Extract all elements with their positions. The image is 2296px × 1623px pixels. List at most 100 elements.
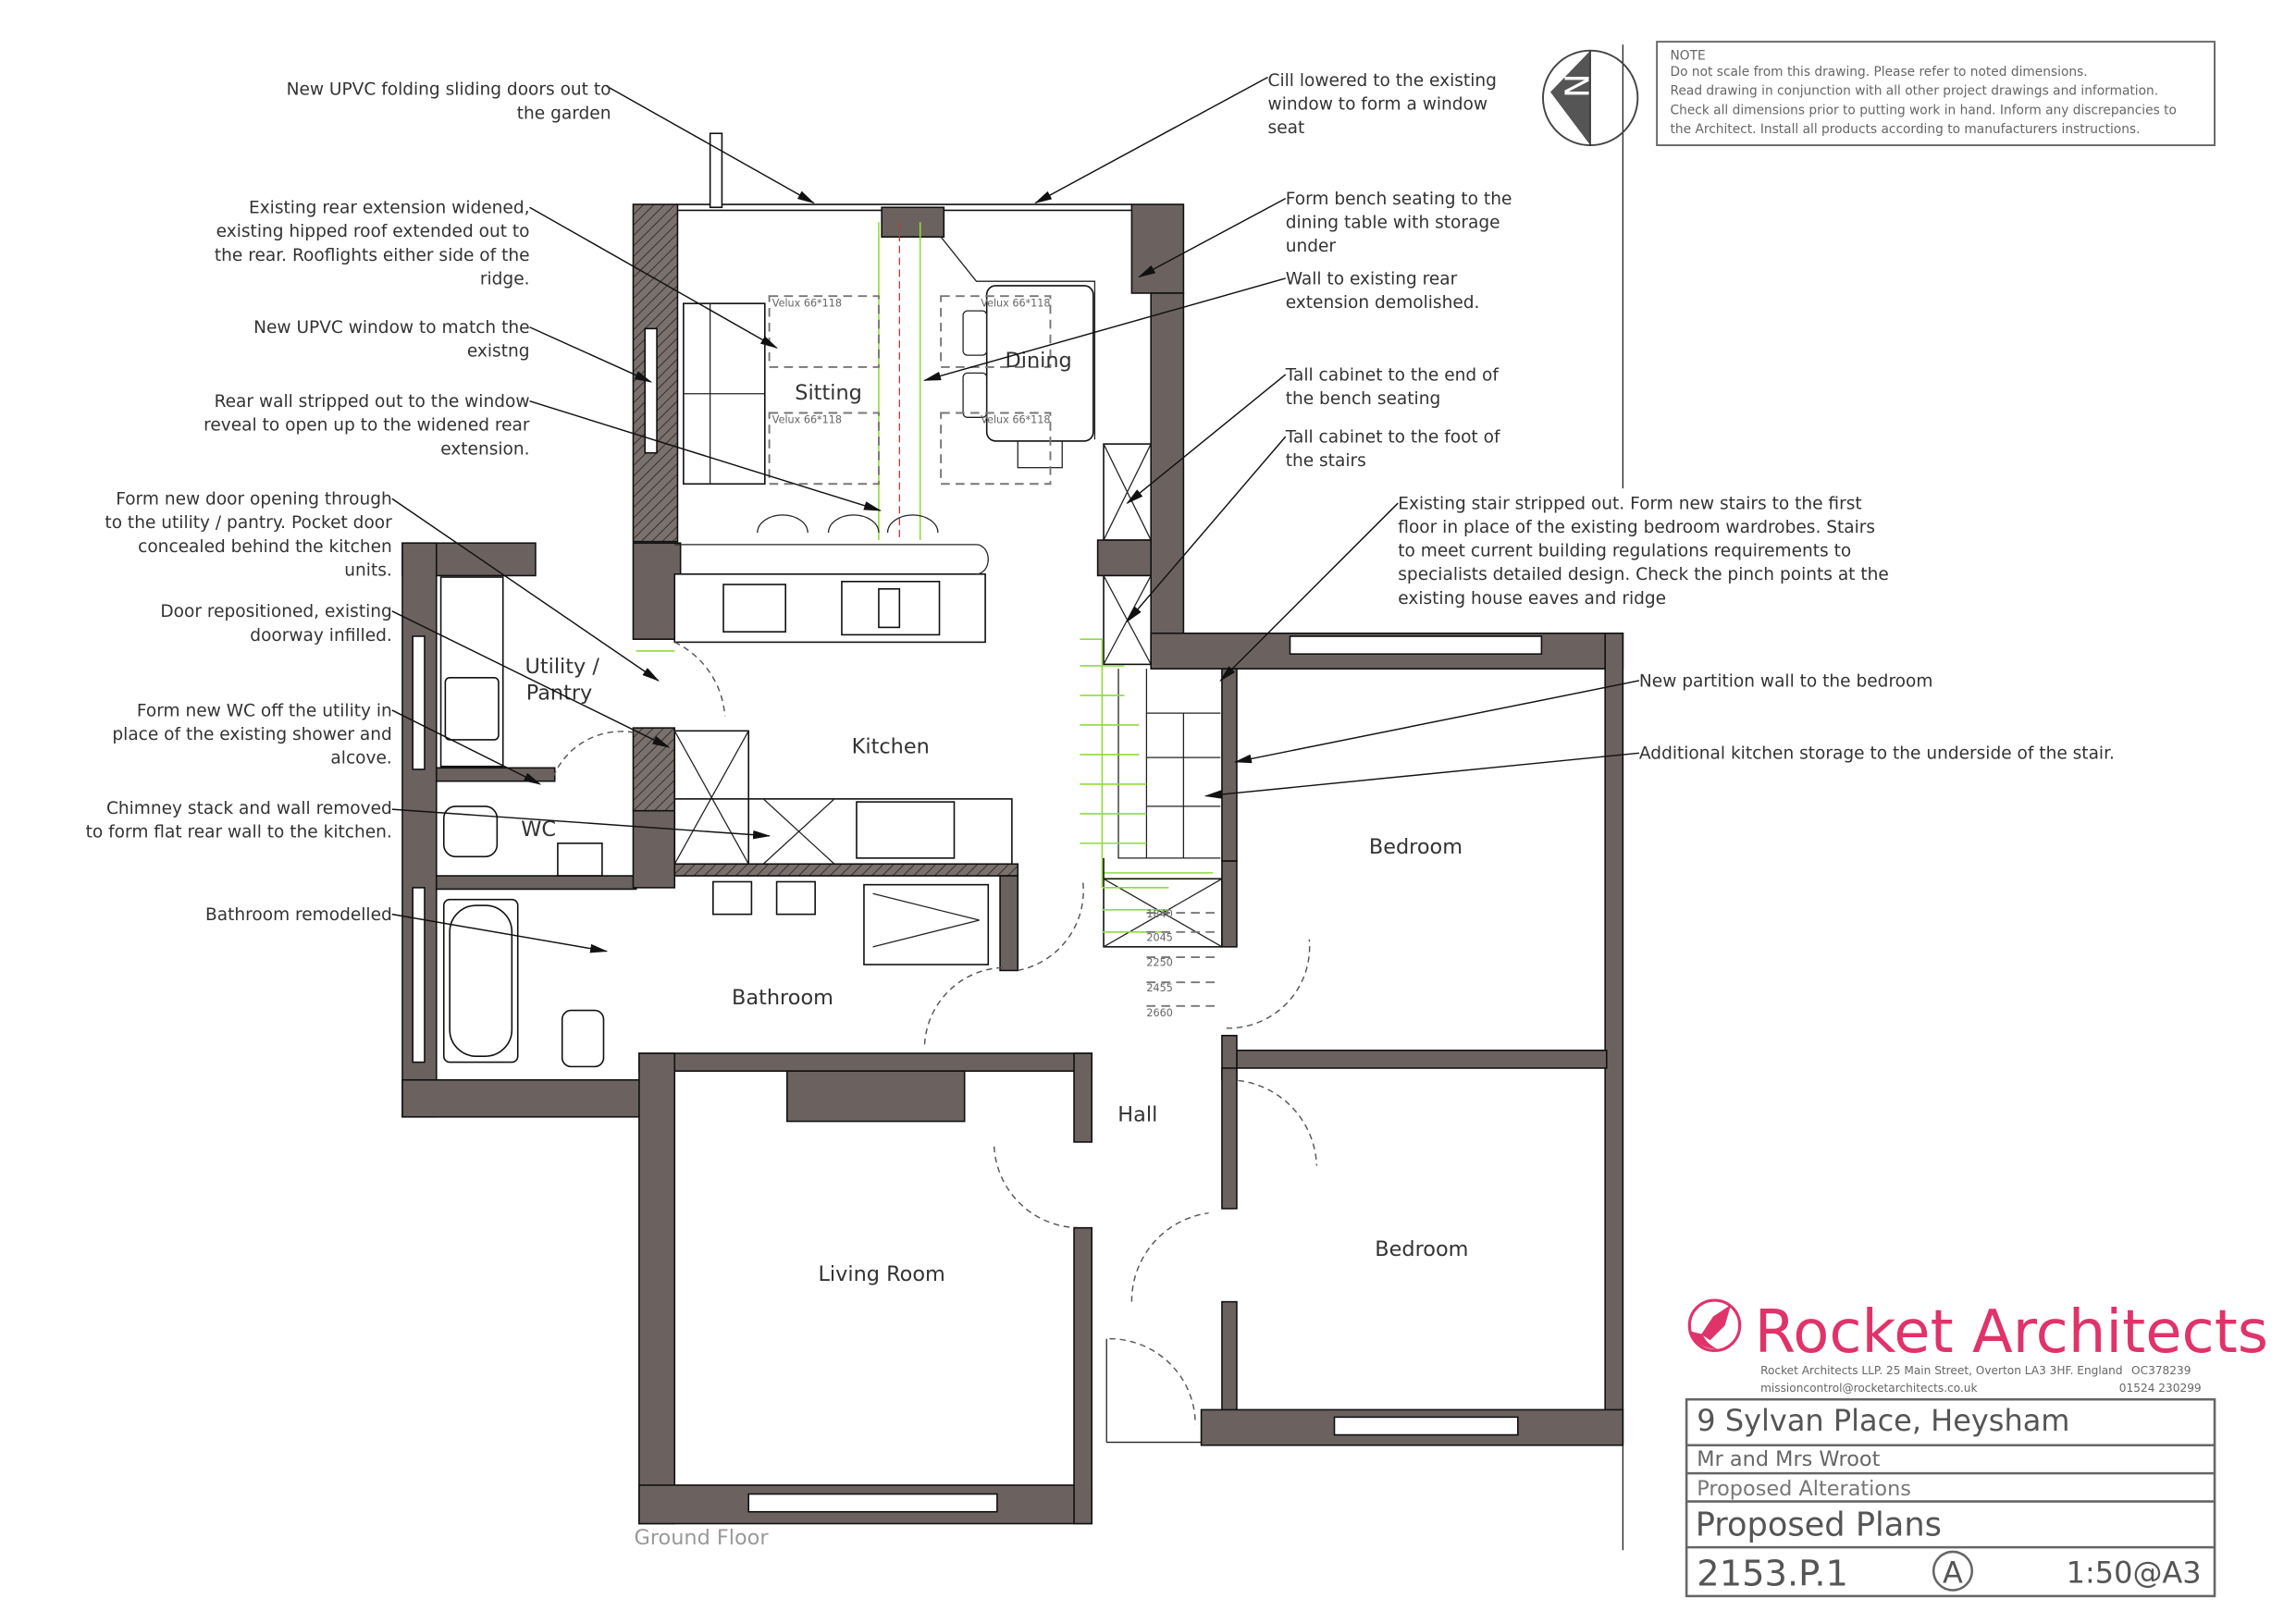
annotation: New partition wall to the bedroom bbox=[1233, 671, 1932, 764]
stair-levels: 1840 2045 2250 2455 2660 bbox=[1146, 908, 1221, 1019]
room-label-living-room: Living Room bbox=[818, 1262, 944, 1286]
annotation-text: the rear. Rooflights either side of the bbox=[215, 246, 530, 265]
annotation-text: existng bbox=[467, 342, 530, 362]
rooflight-label: Velux 66*118 bbox=[772, 297, 842, 309]
wall bbox=[1221, 1067, 1238, 1210]
annotation: New UPVC folding sliding doors out tothe… bbox=[287, 80, 815, 204]
stair-level: 2250 bbox=[1146, 957, 1172, 969]
annotation-text: Additional kitchen storage to the unders… bbox=[1639, 744, 2115, 764]
annotation: Form new door opening through to the util… bbox=[105, 490, 660, 682]
note-line: Check all dimensions prior to putting wo… bbox=[1671, 103, 2177, 117]
annotation-text: concealed behind the kitchen bbox=[138, 537, 392, 557]
room-label-kitchen: Kitchen bbox=[852, 734, 930, 758]
note-box: NOTE Do not scale from this drawing. Ple… bbox=[1656, 41, 2216, 147]
annotation-text: place of the existing shower and bbox=[112, 725, 391, 744]
project-address: 9 Sylvan Place, Heysham bbox=[1697, 1403, 2069, 1438]
room-label-bedroom: Bedroom bbox=[1369, 835, 1463, 859]
wall bbox=[401, 1078, 640, 1118]
company-number: OC378239 bbox=[2131, 1364, 2191, 1377]
annotation-text: Form new door opening through bbox=[116, 490, 392, 510]
plan-label: Ground Floor bbox=[634, 1526, 769, 1550]
drawing-title: Proposed Plans bbox=[1696, 1506, 1942, 1543]
annotation-text: under bbox=[1286, 237, 1337, 256]
company-email: missioncontrol@rocketarchitects.co.uk bbox=[1760, 1382, 1977, 1395]
wall bbox=[1150, 292, 1185, 637]
wall bbox=[1236, 1049, 1608, 1069]
leader-arrow bbox=[391, 808, 772, 840]
wall bbox=[638, 1052, 1093, 1072]
note-line: Do not scale from this drawing. Please r… bbox=[1671, 65, 2088, 80]
wall bbox=[435, 875, 637, 891]
stair-level: 2660 bbox=[1146, 1007, 1172, 1019]
leader-arrow bbox=[529, 206, 778, 349]
annotation-text: to the utility / pantry. Pocket door bbox=[105, 513, 392, 533]
annotation-text: alcove. bbox=[330, 749, 391, 768]
drawing-number: 2153.P.1 bbox=[1697, 1554, 1848, 1595]
wall bbox=[1130, 203, 1185, 294]
annotations: New UPVC folding sliding doors out tothe… bbox=[86, 71, 2115, 953]
north-arrow-icon: N bbox=[1542, 49, 1639, 147]
revision-letter: A bbox=[1943, 1555, 1963, 1590]
leader-arrow bbox=[1034, 76, 1268, 204]
note-line: the Architect. Install all products acco… bbox=[1671, 122, 2141, 137]
annotation: Door repositioned, existing doorway infil… bbox=[160, 602, 671, 748]
leader-arrow bbox=[1204, 752, 1640, 799]
annotation-text: Door repositioned, existing bbox=[160, 602, 391, 621]
wall bbox=[1073, 1226, 1093, 1525]
leader-arrow bbox=[391, 709, 542, 785]
annotation-text: Form new WC off the utility in bbox=[137, 701, 392, 720]
leader-arrow bbox=[391, 498, 660, 682]
annotation-text: the bench seating bbox=[1286, 389, 1441, 409]
leader-arrow bbox=[391, 913, 609, 953]
room-label-hall: Hall bbox=[1117, 1103, 1157, 1127]
revision-circle bbox=[1932, 1550, 1974, 1592]
room-label-bathroom: Bathroom bbox=[732, 986, 833, 1010]
wall bbox=[881, 206, 945, 239]
annotation: Tall cabinet to the end of the bench seat… bbox=[1126, 365, 1500, 505]
company-phone: 01524 230299 bbox=[2119, 1382, 2202, 1395]
partition-wall bbox=[1221, 668, 1238, 862]
annotation-text: the stairs bbox=[1286, 451, 1366, 471]
company-address: Rocket Architects LLP. 25 Main Street, O… bbox=[1760, 1364, 2123, 1377]
annotation: Existing stair stripped out. Form new st… bbox=[1219, 494, 1889, 682]
drawing-scale: 1:50@A3 bbox=[2067, 1555, 2202, 1590]
leader-arrow bbox=[1137, 197, 1287, 278]
annotation-text: floor in place of the existing bedroom w… bbox=[1398, 518, 1875, 537]
wall bbox=[435, 767, 556, 782]
rooflight-label: Velux 66*118 bbox=[981, 414, 1050, 426]
leader-arrow bbox=[1219, 502, 1399, 682]
leader-arrow bbox=[529, 326, 653, 383]
annotation-text: Rear wall stripped out to the window bbox=[215, 392, 530, 412]
annotation: Bathroom remodelled bbox=[205, 905, 609, 953]
annotation-text: Tall cabinet to the end of bbox=[1285, 365, 1500, 385]
annotation-text: specialists detailed design. Check the p… bbox=[1398, 565, 1889, 584]
plan: Velux 66*118 Velux 66*118 Velux 66*118 V… bbox=[401, 132, 1624, 1550]
annotation-text: to meet current building regulations req… bbox=[1398, 542, 1851, 561]
room-label-utility: Utility / bbox=[525, 655, 599, 679]
chimney-breast bbox=[785, 1070, 966, 1123]
leader-arrow bbox=[606, 85, 815, 204]
title-block: Rocket Architects Rocket Architects LLP.… bbox=[1685, 1298, 2268, 1598]
annotation-text: doorway infilled. bbox=[250, 626, 391, 646]
annotation-text: Existing rear extension widened, bbox=[249, 199, 530, 218]
annotation-text: units. bbox=[344, 560, 391, 580]
note-heading: NOTE bbox=[1671, 48, 1706, 63]
stair-level: 2045 bbox=[1146, 931, 1172, 943]
annotation-text: Wall to existing rear bbox=[1286, 269, 1458, 289]
wall bbox=[1073, 1052, 1093, 1143]
annotation-text: reveal to open up to the widened rear bbox=[204, 416, 530, 436]
annotation-text: Bathroom remodelled bbox=[205, 905, 392, 925]
rocket-logo-icon bbox=[1687, 1298, 1742, 1353]
room-label-bedroom: Bedroom bbox=[1375, 1237, 1468, 1261]
job-description: Proposed Alterations bbox=[1697, 1477, 1911, 1501]
wall bbox=[632, 809, 676, 889]
wall bbox=[1221, 1300, 1238, 1414]
wall bbox=[632, 542, 682, 640]
rooflight-label: Velux 66*118 bbox=[981, 297, 1050, 309]
